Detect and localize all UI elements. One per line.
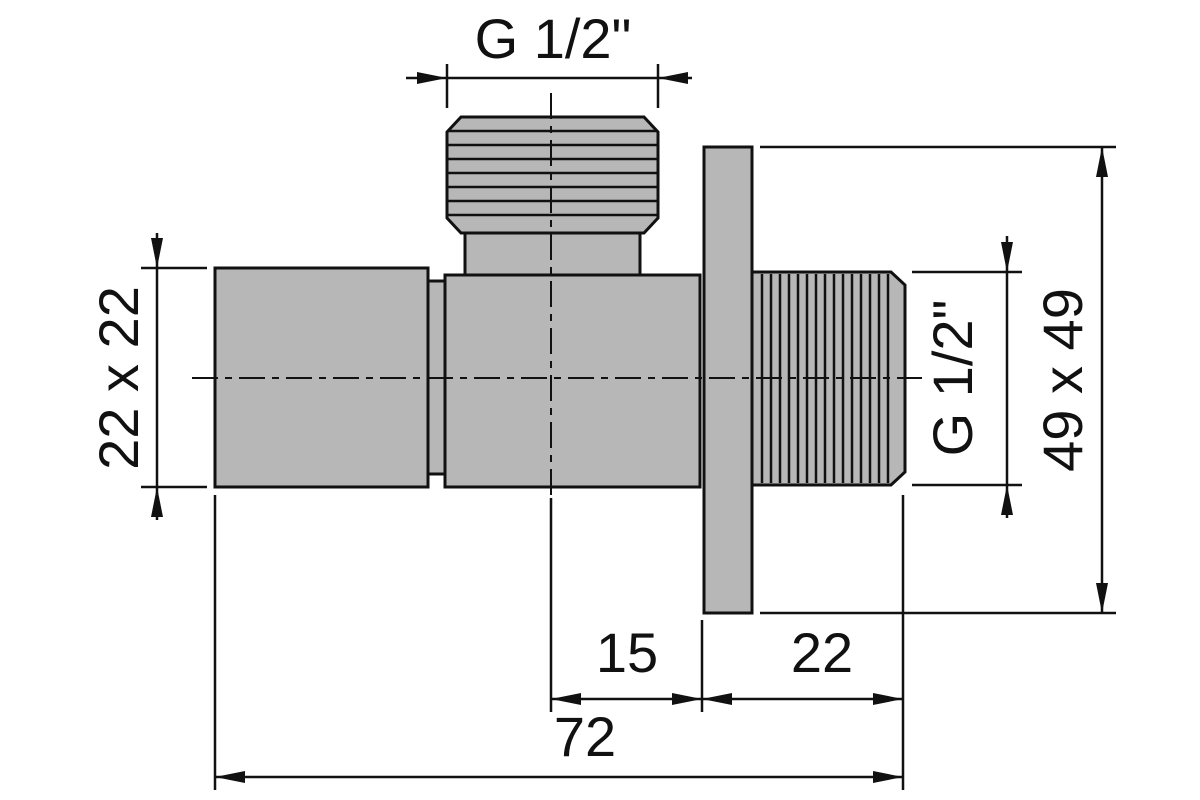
label-dim-72: 72 (554, 705, 616, 768)
arrow-15-left (551, 693, 581, 705)
dimension-arrows (151, 72, 1108, 783)
arrow-right-thread-bottom (1001, 485, 1013, 515)
label-right-thread: G 1/2" (921, 300, 984, 457)
top-thread-ridges (448, 129, 657, 217)
arrow-72-right (873, 771, 903, 783)
arrow-flange-top (1096, 147, 1108, 177)
wall-flange (702, 145, 754, 615)
arrow-top-left (417, 72, 447, 84)
label-dim-15: 15 (596, 621, 658, 684)
extension-lines (141, 64, 1116, 790)
arrow-flange-bottom (1096, 583, 1108, 613)
valve-body (443, 273, 702, 489)
arrow-15-right (672, 693, 702, 705)
arrow-22-left (702, 693, 732, 705)
arrow-handle-top (151, 238, 163, 268)
arrow-handle-bottom (151, 487, 163, 517)
arrow-22-right (873, 693, 903, 705)
label-top-thread: G 1/2" (475, 7, 632, 70)
arrow-top-right (658, 72, 688, 84)
stem-neck (463, 229, 642, 279)
label-dim-22: 22 (791, 621, 853, 684)
arrow-right-thread-top (1001, 242, 1013, 272)
label-handle-size: 22 x 22 (87, 286, 150, 470)
arrow-72-left (215, 771, 245, 783)
label-flange-size: 49 x 49 (1031, 288, 1094, 472)
